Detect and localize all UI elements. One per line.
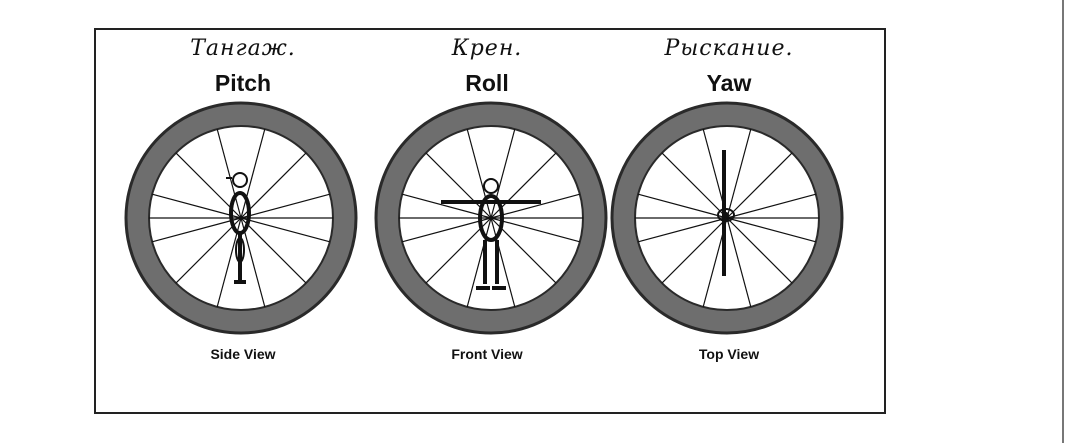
handwritten-note: Крен. xyxy=(451,36,523,61)
spoke xyxy=(661,152,728,219)
caption-top-view: Top View xyxy=(698,346,760,362)
spoke xyxy=(240,152,307,219)
spoke xyxy=(726,128,752,219)
tire-outer-edge xyxy=(124,101,358,335)
wheel-side-view xyxy=(124,101,358,335)
spoke xyxy=(401,217,492,243)
spoke xyxy=(726,217,752,308)
diagram-frame: Тангаж. Pitch Side View Крен. Roll xyxy=(94,28,886,414)
spoke xyxy=(466,217,492,308)
figure-side xyxy=(226,172,251,284)
figure-front xyxy=(441,178,541,290)
spoke xyxy=(726,152,793,219)
wheel-front-view xyxy=(374,101,608,335)
spokes xyxy=(399,128,583,308)
panel-pitch: Тангаж. Pitch Side View xyxy=(118,30,368,414)
axis-label-pitch: Pitch xyxy=(214,70,272,96)
tire-outer-edge xyxy=(610,101,844,335)
caption-front-view: Front View xyxy=(451,346,523,362)
spoke xyxy=(240,128,266,219)
tire xyxy=(126,103,356,333)
spoke xyxy=(175,217,242,284)
spokes xyxy=(635,128,819,308)
spoke xyxy=(151,193,242,219)
spoke xyxy=(490,193,581,219)
spoke xyxy=(726,193,817,219)
tire xyxy=(376,103,606,333)
axis-label-yaw: Yaw xyxy=(706,70,752,96)
spoke xyxy=(490,217,581,243)
spoke xyxy=(490,128,516,219)
spoke xyxy=(240,217,331,243)
tire xyxy=(612,103,842,333)
axis-label-roll: Roll xyxy=(465,70,509,96)
spoke xyxy=(490,217,516,308)
handwritten-note: Тангаж. xyxy=(190,36,296,61)
spoke xyxy=(401,193,492,219)
spoke xyxy=(637,193,728,219)
spoke xyxy=(661,217,728,284)
spoke xyxy=(726,217,793,284)
panel-roll: Крен. Roll Front View xyxy=(362,30,612,414)
figure-top xyxy=(717,150,735,276)
spoke xyxy=(151,217,242,243)
spoke xyxy=(240,217,307,284)
spoke xyxy=(240,193,331,219)
spoke xyxy=(466,128,492,219)
panel-yaw: Рыскание. Yaw Top View xyxy=(604,30,854,414)
handwritten-note: Рыскание. xyxy=(664,36,794,61)
spoke xyxy=(726,217,817,243)
caption-side-view: Side View xyxy=(210,346,276,362)
spoke xyxy=(216,128,242,219)
spoke xyxy=(637,217,728,243)
tire-outer-edge xyxy=(374,101,608,335)
page-edge-rule xyxy=(1062,0,1064,443)
wheel-top-view xyxy=(610,101,844,335)
